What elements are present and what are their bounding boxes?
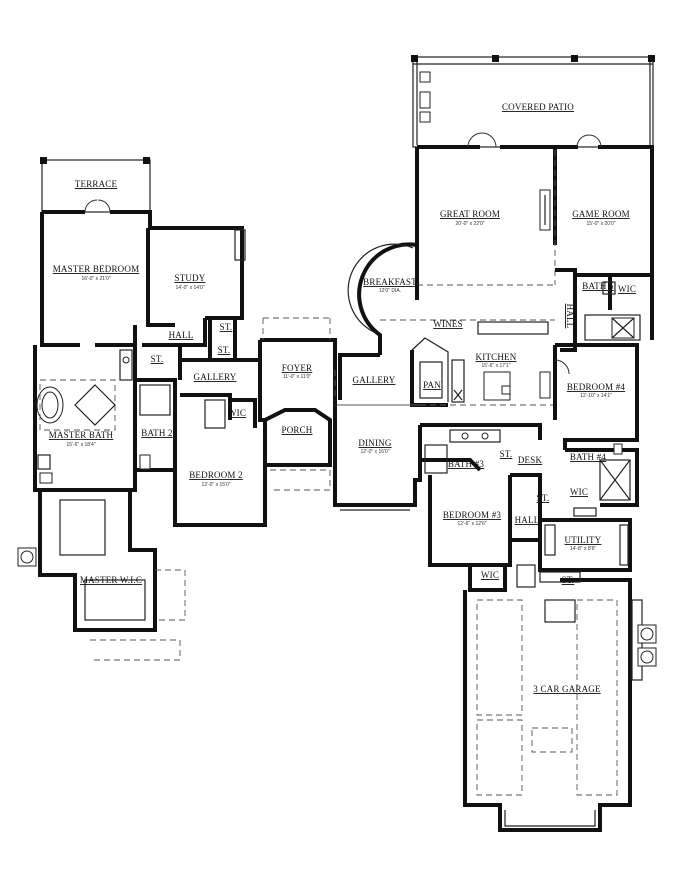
dim-breakfast: 12'0" DIA. — [379, 288, 401, 294]
label-study: STUDY — [174, 273, 205, 283]
master-wic-block — [17, 490, 186, 661]
label-bath5: BATH 5 — [582, 281, 614, 291]
hall-right — [510, 473, 542, 542]
label-st-bath3: ST. — [500, 449, 513, 459]
label-st-masterbath: ST. — [151, 354, 164, 364]
label-master-bath: MASTER BATH — [49, 430, 114, 440]
label-hall-lower: HALL — [515, 515, 540, 525]
bath4-utility-block — [538, 443, 639, 572]
label-gallery-center: GALLERY — [353, 375, 396, 385]
dim-foyer: 11'-0" x 11'0" — [283, 374, 312, 380]
label-pan: PAN — [423, 380, 441, 390]
label-st-garage: ST. — [562, 575, 575, 585]
foyer-block — [258, 317, 337, 491]
label-hall-right: HALL — [565, 304, 575, 329]
label-game-room: GAME ROOM — [572, 209, 630, 219]
label-breakfast: BREAKFAST — [363, 277, 417, 287]
label-bath3: BATH #3 — [448, 459, 484, 469]
game-room-side — [555, 268, 652, 352]
label-covered-patio: COVERED PATIO — [502, 102, 574, 112]
bedroom3-block — [420, 423, 542, 592]
label-wic-bath4: WIC — [570, 487, 588, 497]
label-st-study: ST. — [220, 322, 233, 332]
dim-utility: 14'-8" x 8'6" — [570, 546, 597, 552]
dim-dining: 12'-0" x 16'0" — [360, 449, 389, 455]
bedroom2-block — [135, 358, 267, 527]
label-utility: UTILITY — [565, 535, 602, 545]
label-foyer: FOYER — [282, 363, 313, 373]
label-wic-bed2: WIC — [228, 408, 246, 418]
dim-great-room: 20'-0" x 22'0" — [455, 221, 484, 227]
dim-bedroom3: 12'-6" x 12'6" — [457, 521, 486, 527]
dim-bedroom2: 13'-0" x 15'0" — [201, 482, 230, 488]
great-room-block — [415, 132, 654, 340]
label-hall-left: HALL — [169, 330, 194, 340]
kitchen-block — [338, 242, 560, 407]
label-bedroom4: BEDROOM #4 — [567, 382, 626, 392]
covered-patio-area — [411, 55, 655, 148]
label-wic-bed3: WIC — [481, 570, 499, 580]
label-bath4: BATH #4 — [570, 452, 606, 462]
label-wines: WINES — [433, 319, 463, 329]
dim-bedroom4: 12'-10" x 14'1" — [580, 393, 612, 399]
label-desk: DESK — [518, 455, 543, 465]
label-master-wic: MASTER W.I.C — [80, 575, 142, 585]
label-bedroom3: BEDROOM #3 — [443, 510, 502, 520]
label-st-hall: ST. — [537, 493, 550, 503]
master-bath-block — [33, 345, 137, 492]
label-great-room: GREAT ROOM — [440, 209, 500, 219]
label-master-bedroom: MASTER BEDROOM — [53, 264, 140, 274]
label-gallery-left: GALLERY — [194, 372, 237, 382]
bedroom4-block — [553, 343, 639, 450]
room-labels: TERRACE MASTER BEDROOM 16'-0" x 21'0" ST… — [49, 102, 636, 694]
dim-kitchen: 15'-6" x 17'1" — [481, 363, 510, 369]
label-wic-game: WIC — [618, 284, 636, 294]
dining-block — [333, 404, 422, 511]
label-kitchen: KITCHEN — [476, 352, 517, 362]
dim-game-room: 15'-0" x 20'0" — [586, 221, 615, 227]
garage-block — [463, 571, 657, 832]
label-bedroom2: BEDROOM 2 — [189, 470, 243, 480]
dim-master-bath: 15'-6" x 18'4" — [66, 442, 95, 448]
label-garage: 3 CAR GARAGE — [533, 684, 601, 694]
dim-master-bedroom: 16'-0" x 21'0" — [81, 276, 110, 282]
label-st-gallery: ST. — [218, 345, 231, 355]
label-bath2: BATH 2 — [141, 428, 172, 438]
label-porch: PORCH — [281, 425, 312, 435]
label-dining: DINING — [358, 438, 391, 448]
dim-study: 14'-0" x 14'0" — [175, 285, 204, 291]
label-terrace: TERRACE — [75, 179, 118, 189]
